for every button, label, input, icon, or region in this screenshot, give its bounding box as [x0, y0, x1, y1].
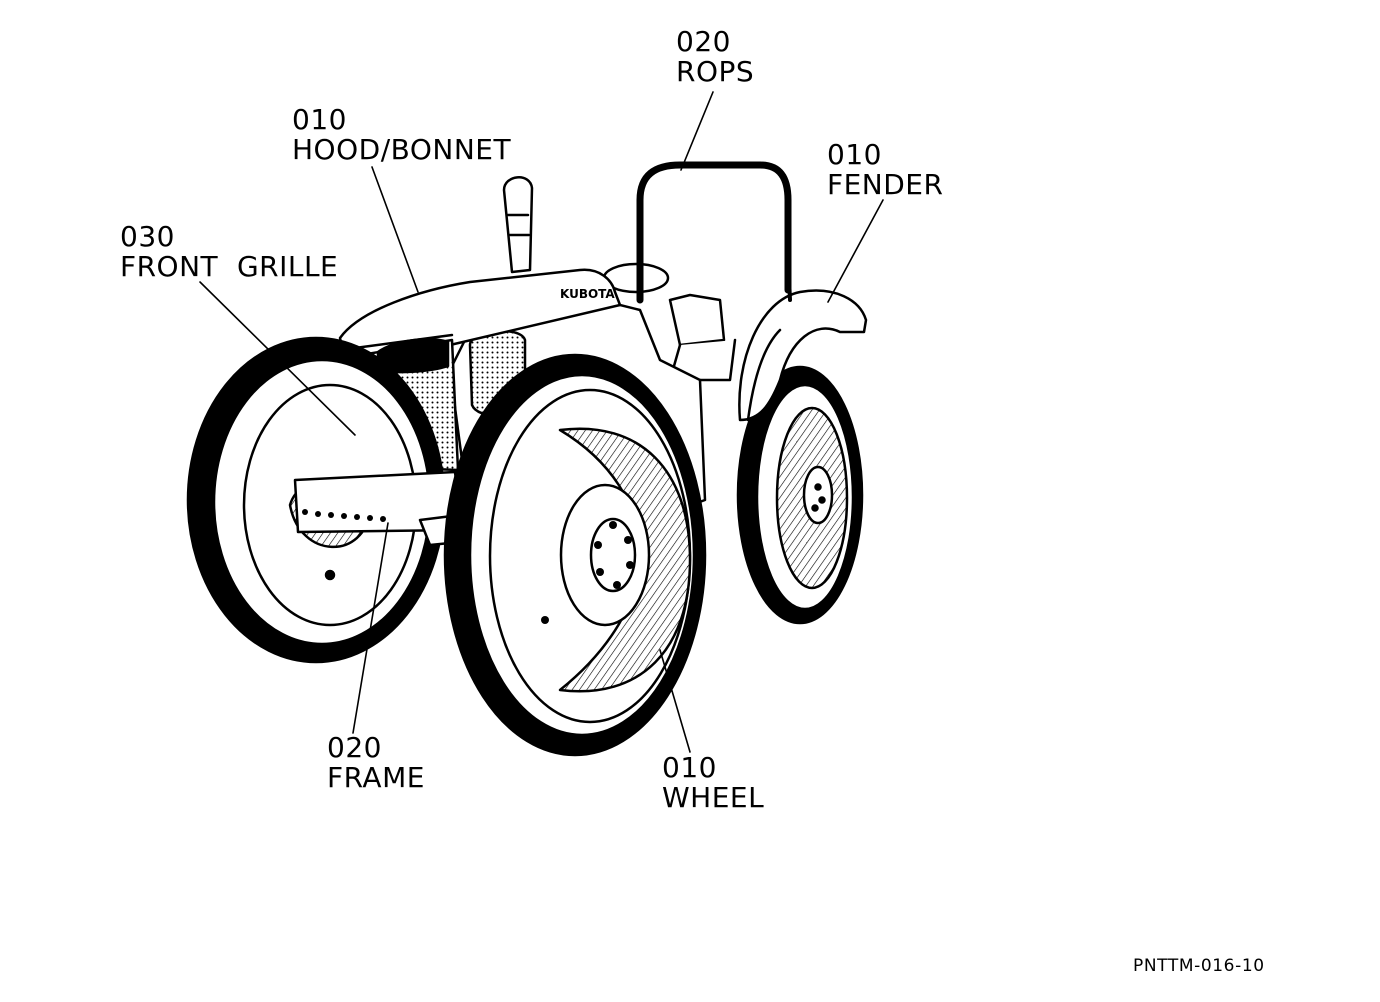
svg-text:KUBOTA: KUBOTA — [560, 287, 615, 301]
fender-code: 010 — [827, 138, 882, 171]
fender-label: FENDER — [827, 168, 944, 201]
grille-label: FRONT GRILLE — [120, 250, 339, 283]
document-code: PNTTM-016-10 — [1133, 956, 1265, 976]
exhaust-pipe — [502, 176, 534, 274]
rops-bar — [636, 161, 792, 304]
fender — [738, 289, 868, 422]
rear-right-wheel — [736, 365, 864, 625]
rops-label: ROPS — [676, 55, 755, 88]
rops-code: 020 — [676, 25, 731, 58]
hood-code: 010 — [292, 103, 347, 136]
hood-bonnet — [338, 268, 622, 362]
grille-code: 030 — [120, 220, 175, 253]
front-right-wheel — [443, 353, 707, 757]
frame-code: 020 — [327, 731, 382, 764]
wheel-code: 010 — [662, 751, 717, 784]
leader-lines — [199, 91, 884, 753]
hood-label: HOOD/BONNET — [292, 133, 512, 166]
frame-label: FRAME — [327, 761, 425, 794]
wheel-label: WHEEL — [662, 781, 765, 814]
